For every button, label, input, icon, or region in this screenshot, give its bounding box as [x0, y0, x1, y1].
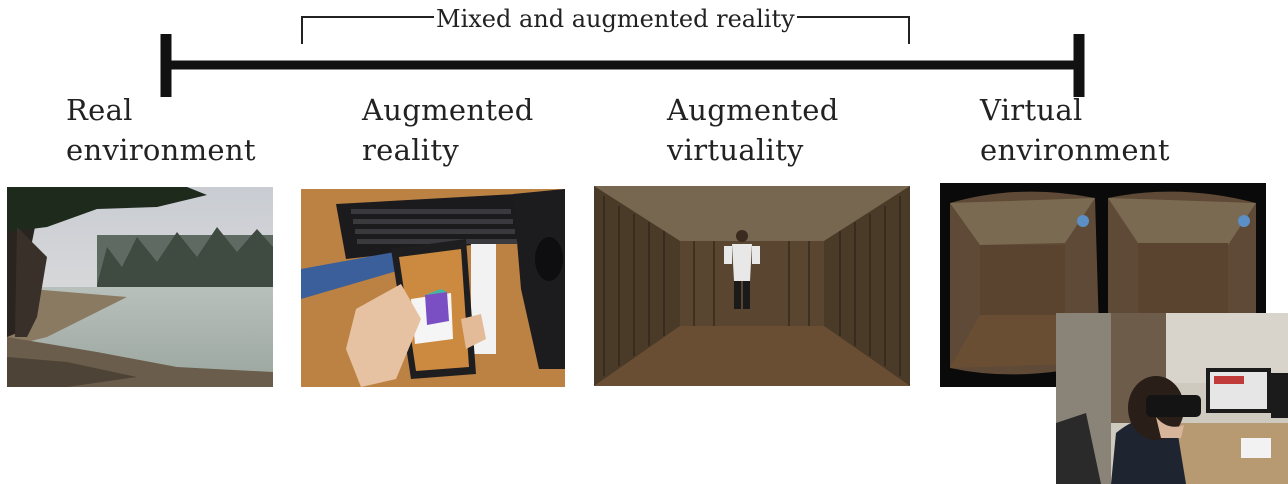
stage-label-virtual: Virtual environment: [980, 93, 1170, 167]
person-in-virtual-room-photo: [594, 186, 910, 386]
stage-label-augmented-reality: Augmented reality: [362, 93, 534, 167]
person-wearing-vr-headset-photo: [1056, 313, 1288, 484]
smartphone-ar-photo: [301, 189, 565, 387]
lake-landscape-photo: [7, 187, 273, 387]
stage-label-real: Real environment: [66, 93, 256, 167]
stage-label-augmented-virtuality: Augmented virtuality: [667, 93, 839, 167]
bracket-title: Mixed and augmented reality: [434, 4, 797, 34]
